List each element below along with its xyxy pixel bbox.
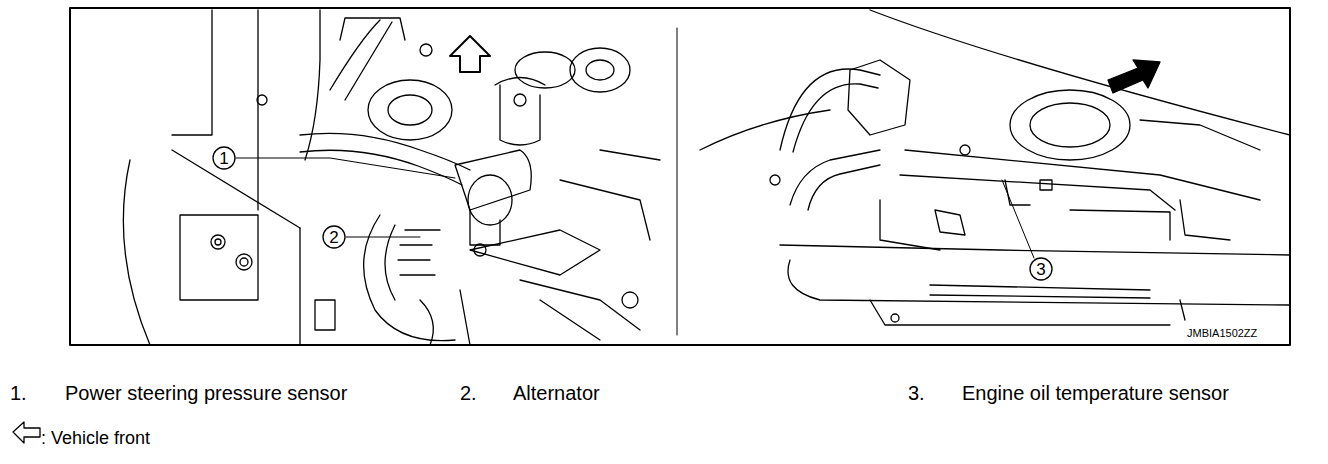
part-name: Alternator (513, 383, 600, 403)
front-arrow (450, 36, 490, 72)
callout-circle (1030, 258, 1052, 280)
legend-number: 2. (460, 383, 477, 403)
callout-number: 1 (219, 150, 228, 167)
left-view (123, 10, 660, 345)
front-arrow-symbol (13, 422, 40, 443)
divider (677, 28, 678, 335)
legend-number: 1. (10, 383, 27, 403)
front-arrow (1108, 60, 1160, 93)
frame (70, 8, 1290, 345)
legend-number: 3. (908, 383, 925, 403)
callout-number: 3 (1036, 261, 1045, 278)
callout-circle (213, 147, 235, 169)
callout-circle (323, 226, 345, 248)
part-name: Engine oil temperature sensor (962, 383, 1229, 403)
leader-line (346, 237, 420, 238)
right-view (700, 10, 1290, 325)
direction-note: : Vehicle front (41, 429, 150, 447)
leader-line (236, 158, 455, 178)
figure-code: JMBIA1502ZZ (1187, 328, 1257, 339)
callout-number: 2 (329, 229, 338, 246)
leader-line (1002, 180, 1034, 258)
part-name: Power steering pressure sensor (65, 383, 347, 403)
